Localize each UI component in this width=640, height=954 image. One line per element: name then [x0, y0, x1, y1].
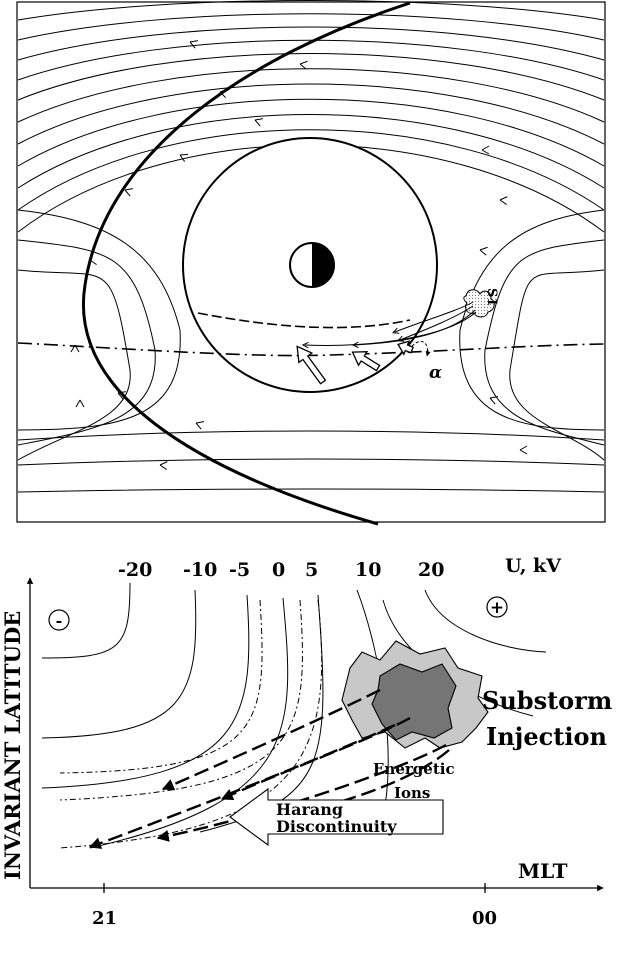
flow-line [17, 13, 605, 41]
harang-label: Harang [276, 800, 343, 819]
x-tick-label-21: 21 [92, 908, 117, 929]
ions-label: Ions [394, 784, 430, 802]
potential-label: -20 [118, 559, 152, 581]
flow-arrowhead [124, 188, 134, 197]
flow-line [17, 129, 605, 211]
dash-dot-line [17, 342, 605, 357]
flow-arrowhead [481, 145, 490, 155]
flow-arrowhead [254, 118, 264, 127]
flow-line [17, 68, 605, 123]
flow-arrowhead [499, 196, 508, 206]
harang-arrow [229, 787, 444, 847]
injection-region-inner [371, 663, 457, 741]
flow-line [17, 430, 605, 441]
equipotential-line [41, 582, 131, 659]
potential-unit-label: U, kV [505, 555, 562, 577]
flow-lines [17, 0, 605, 493]
flow-line [509, 269, 605, 461]
flow-line [484, 239, 605, 446]
harang-label: Discontinuity [276, 817, 397, 836]
flow-line [17, 53, 605, 101]
equipotential-line [41, 594, 250, 789]
flow-arrowhead [189, 40, 199, 49]
source-blob [463, 289, 495, 318]
flow-line [17, 269, 131, 461]
hollow-arrows [296, 340, 414, 385]
minus-sign-marker: - [48, 609, 70, 631]
earth-icon [289, 242, 335, 288]
svg-text:-: - [56, 611, 63, 630]
source-label: S1 [484, 288, 499, 306]
equipotential-line-dashed [59, 599, 263, 774]
angle-arc [411, 341, 431, 357]
potential-label: 0 [272, 559, 285, 581]
magnetopause-boundary [82, 1, 411, 526]
potential-diagram: 21 00 MLT INVARIANT LATITUDE -20 -10 -5 … [0, 555, 612, 929]
flow-line [17, 458, 605, 466]
flow-arrowhead [75, 399, 85, 408]
equipotential-line-dashed [59, 599, 323, 849]
injection-label: Substorm [482, 686, 612, 715]
flow-line [17, 114, 605, 189]
plus-sign-marker: + [486, 596, 508, 618]
x-axis-label: MLT [518, 859, 568, 883]
injection-arrows [305, 301, 477, 345]
potential-label: 10 [355, 559, 381, 581]
potential-label: 5 [305, 559, 318, 581]
flow-line [17, 26, 605, 61]
flow-arrowhead [479, 246, 488, 256]
flow-arrowhead [299, 60, 308, 70]
injection-label: Injection [486, 722, 607, 751]
flow-line [17, 488, 605, 493]
dashed-arc [197, 312, 411, 329]
svg-text:+: + [490, 598, 504, 618]
flow-arrowhead [179, 153, 189, 162]
top-panel-frame [16, 1, 606, 523]
equipotential-line [89, 597, 289, 849]
flow-arrowhead [519, 445, 528, 455]
flow-arrowhead [489, 396, 499, 405]
magnetosphere-panel: S1 α [16, 0, 606, 526]
potential-label: 20 [418, 559, 444, 581]
equipotential-line [41, 589, 197, 739]
y-axis-label: INVARIANT LATITUDE [0, 611, 25, 880]
angle-label: α [429, 363, 442, 383]
x-tick-label-00: 00 [472, 908, 497, 929]
equipotential-line [424, 589, 547, 653]
flow-line [17, 0, 605, 21]
flow-line [17, 98, 605, 167]
potential-label: -5 [229, 559, 250, 581]
flow-line [17, 39, 605, 81]
flow-arrowhead [195, 421, 205, 430]
flow-arrowhead [159, 461, 168, 471]
equipotential-line-dashed [59, 599, 303, 801]
potential-label: -10 [183, 559, 217, 581]
ions-label: Energetic [373, 760, 455, 778]
flow-line [17, 83, 605, 145]
flow-direction-arrows [70, 40, 528, 471]
